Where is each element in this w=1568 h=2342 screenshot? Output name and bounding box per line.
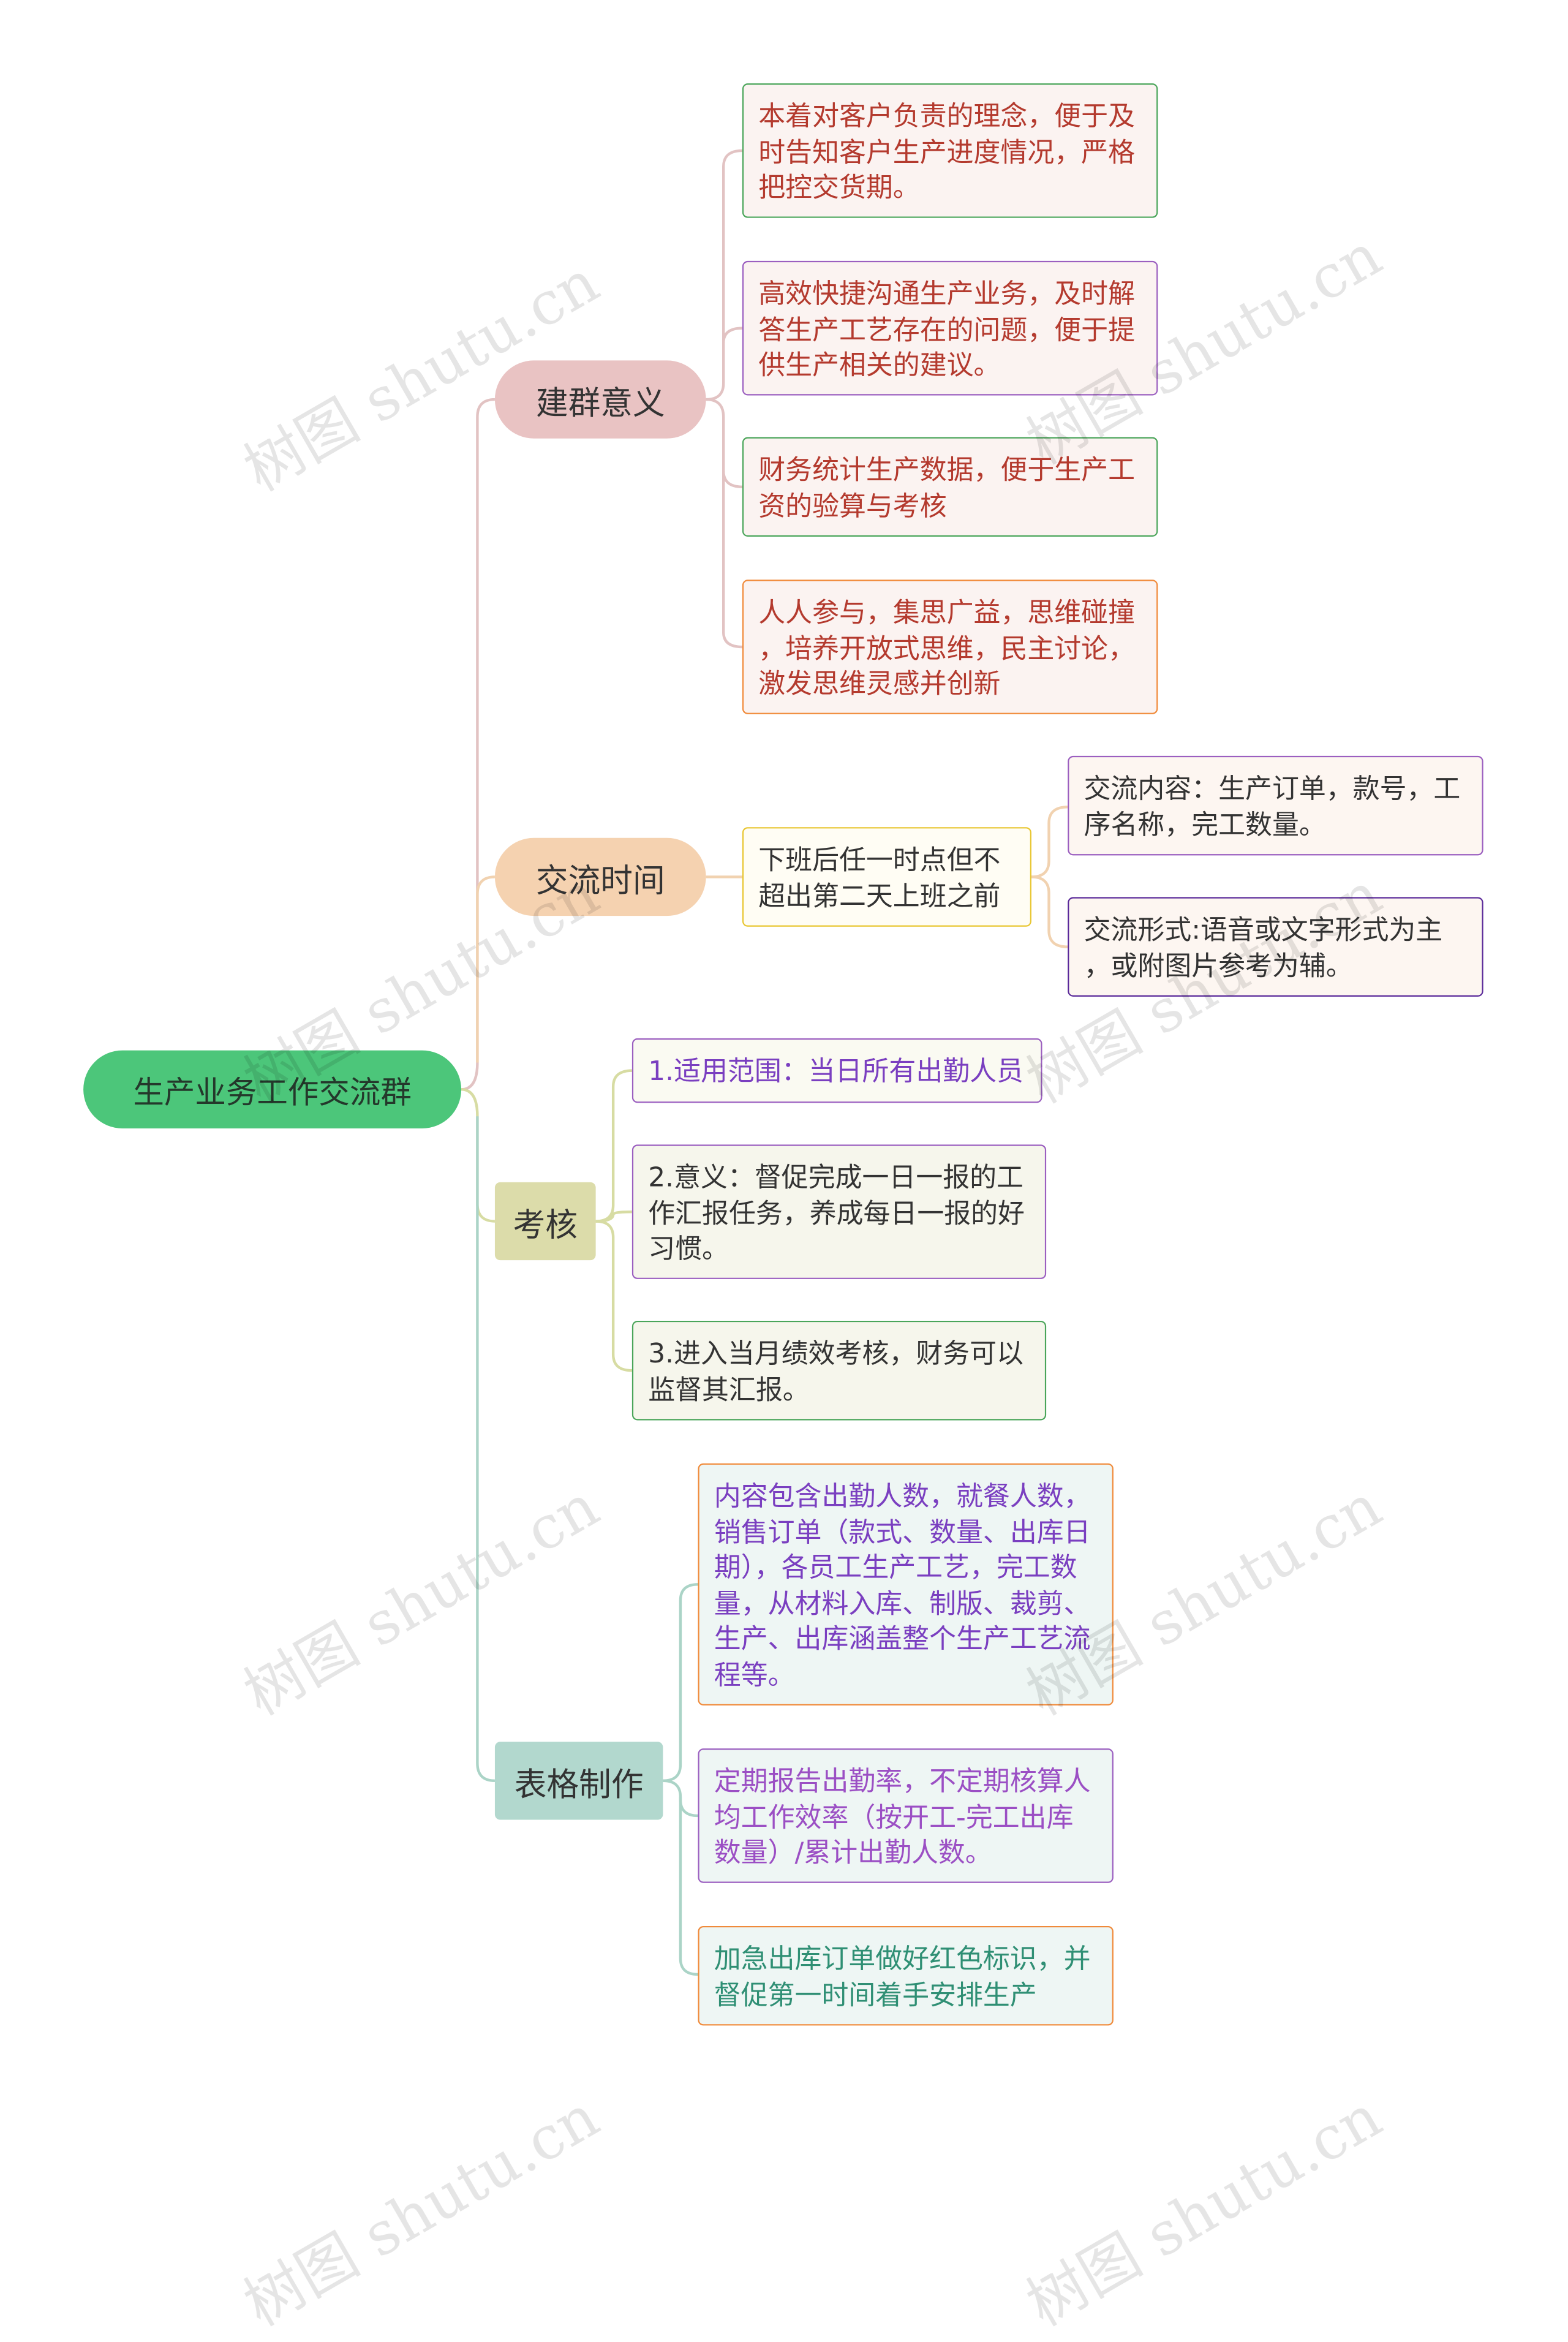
branch-jianqun-yiyi[interactable]: 建群意义 (494, 360, 706, 439)
mind-map: 生产业务工作交流群 建群意义 本着对客户负责的理念，便于及 时告知客户生产进度情… (83, 83, 1483, 2340)
branch-biaoge-zhizuo[interactable]: 表格制作 (494, 1742, 663, 1820)
leaf-meaning[interactable]: 2.意义：督促完成一日一报的工 作汇报任务，养成每日一报的好 习惯。 (631, 1144, 1047, 1279)
branch-jiaoliu-shijian[interactable]: 交流时间 (494, 837, 706, 916)
leaf-content[interactable]: 交流内容：生产订单，款号，工 序名称，完工数量。 (1068, 755, 1483, 856)
connector-lines (461, 149, 1068, 1976)
watermark: 树图 shutu.cn (233, 2082, 611, 2340)
leaf-everyone-participates[interactable]: 人人参与，集思广益，思维碰撞 ，培养开放式思维，民主讨论， 激发思维灵感并创新 (742, 580, 1158, 714)
leaf-after-work-time[interactable]: 下班后任一时点但不 超出第二天上班之前 (742, 827, 1031, 927)
leaf-urgent-orders[interactable]: 加急出库订单做好红色标识，并 督促第一时间着手安排生产 (698, 1925, 1114, 2026)
branch-kaohe[interactable]: 考核 (494, 1182, 596, 1261)
leaf-finance-statistics[interactable]: 财务统计生产数据，便于生产工 资的验算与考核 (742, 437, 1158, 537)
leaf-scope[interactable]: 1.适用范围：当日所有出勤人员 (631, 1038, 1042, 1103)
leaf-table-content[interactable]: 内容包含出勤人数，就餐人数， 销售订单（款式、数量、出库日 期），各员工生产工艺… (698, 1463, 1114, 1706)
root-topic[interactable]: 生产业务工作交流群 (83, 1050, 462, 1129)
watermark: 树图 shutu.cn (1016, 2082, 1393, 2340)
leaf-customer-responsibility[interactable]: 本着对客户负责的理念，便于及 时告知客户生产进度情况，严格 把控交货期。 (742, 83, 1158, 218)
leaf-efficient-communication[interactable]: 高效快捷沟通生产业务，及时解 答生产工艺存在的问题，便于提 供生产相关的建议。 (742, 260, 1158, 396)
leaf-attendance-report[interactable]: 定期报告出勤率，不定期核算人 均工作效率（按开工-完工出库 数量）/累计出勤人数… (698, 1748, 1114, 1883)
leaf-format[interactable]: 交流形式:语音或文字形式为主 ，或附图片参考为辅。 (1068, 897, 1483, 997)
leaf-performance[interactable]: 3.进入当月绩效考核，财务可以 监督其汇报。 (631, 1320, 1047, 1421)
